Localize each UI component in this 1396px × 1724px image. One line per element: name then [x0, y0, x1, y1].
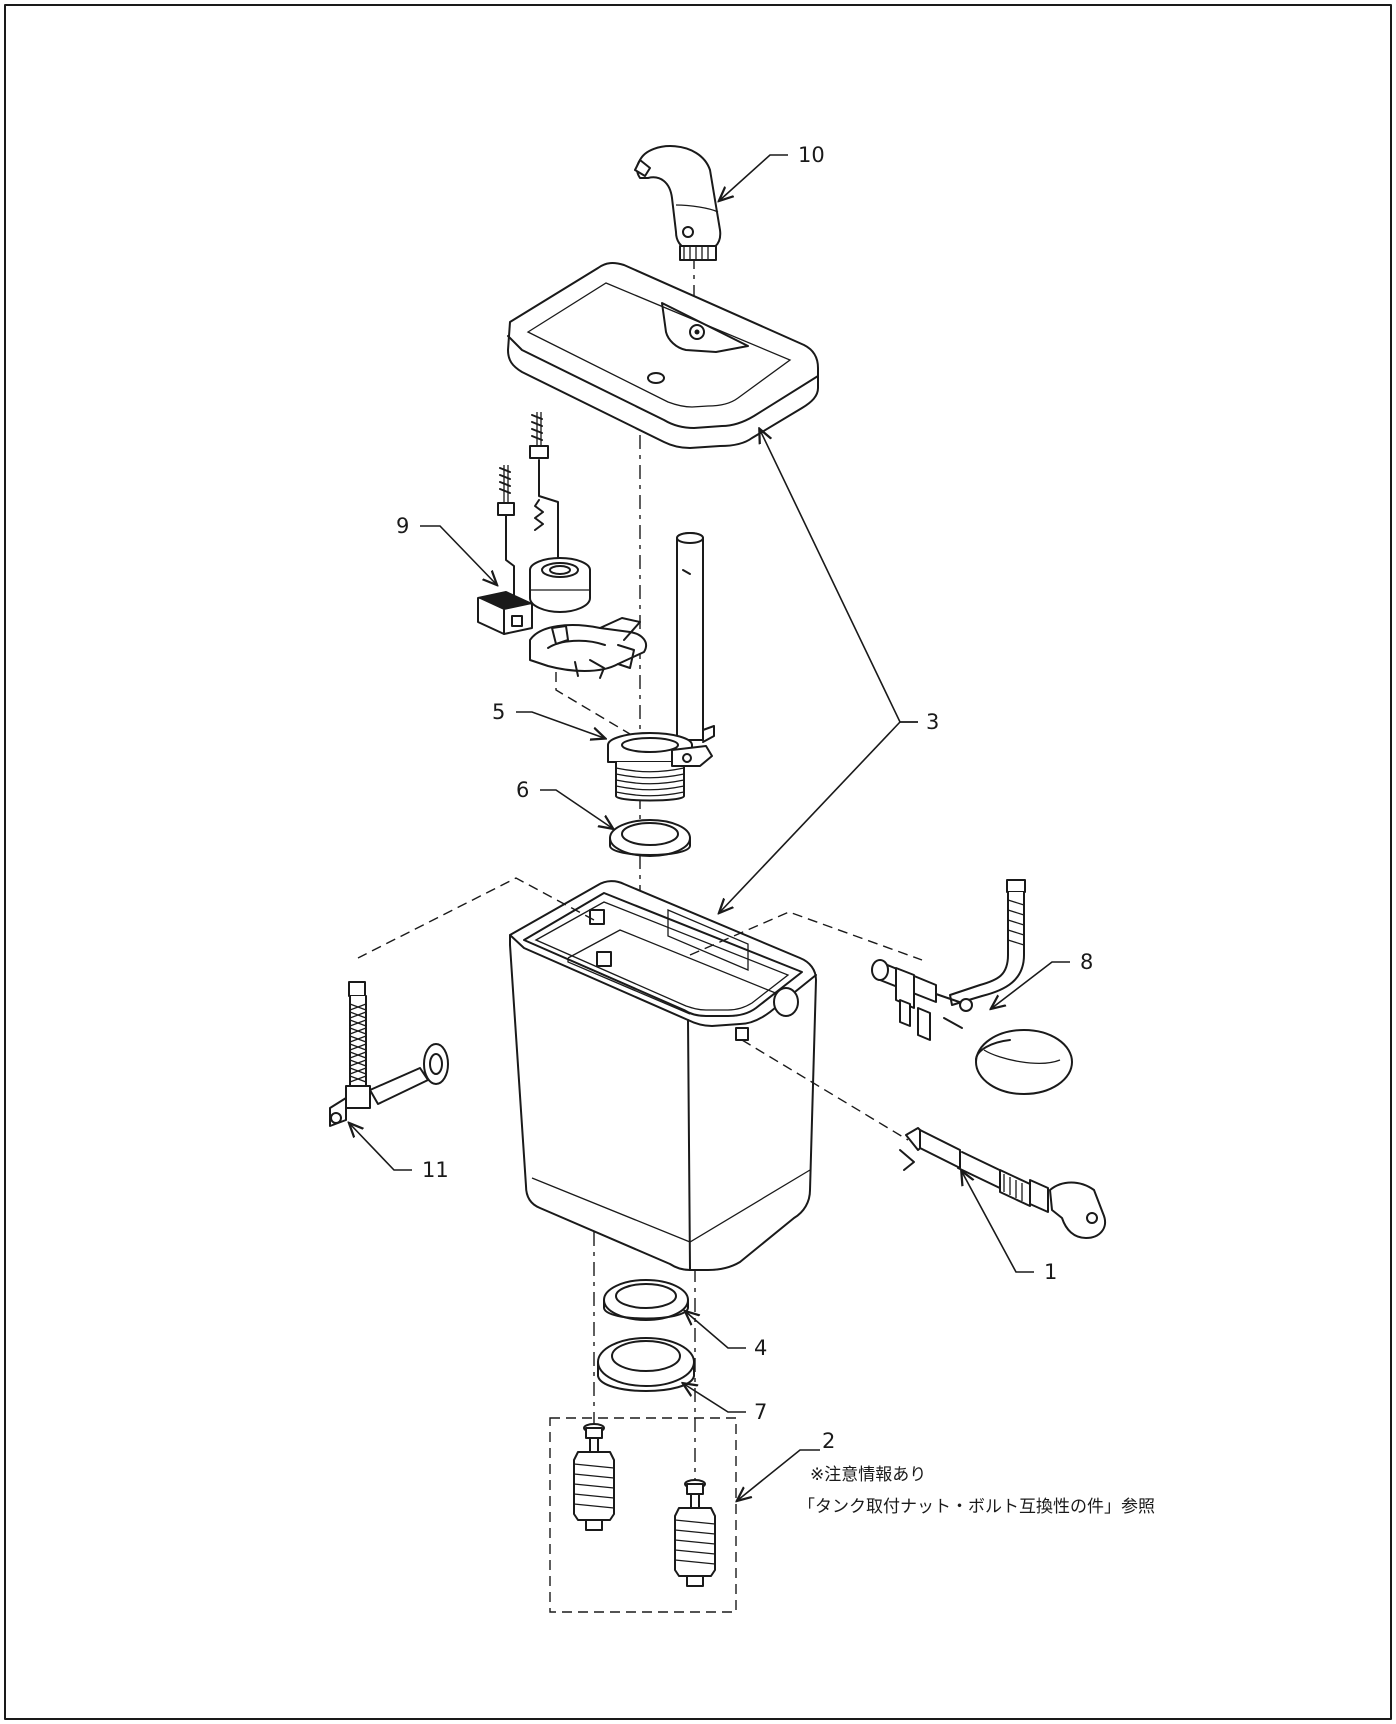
stop-valve: [329, 981, 449, 1127]
flush-mechanism: [477, 412, 648, 679]
leader-11: [350, 1124, 412, 1171]
overflow-pipe: [676, 532, 715, 743]
leader-5: [516, 711, 604, 738]
drawing-frame: [4, 4, 1392, 1720]
reference-note: 「タンク取付ナット・ボルト互換性の件」参照: [798, 1497, 1155, 1517]
tank-bolt-right: [674, 1479, 716, 1587]
mechanism-connector-dashed: [555, 672, 641, 741]
fill-valve: [871, 879, 1073, 1095]
valve-gasket: [609, 819, 691, 857]
leader-4: [686, 1312, 746, 1349]
leader-6: [540, 789, 612, 828]
callout-3: 3: [926, 710, 939, 734]
callout-2: 2: [822, 1429, 835, 1453]
callout-11: 11: [422, 1158, 449, 1182]
tank-body: [509, 880, 817, 1271]
leader-3-lid: [760, 430, 918, 723]
leader-7: [684, 1384, 746, 1413]
callout-10: 10: [798, 143, 825, 167]
faucet-spout: [634, 145, 722, 261]
leader-8: [992, 961, 1070, 1008]
leader-9: [420, 525, 496, 584]
top-right-dashed-connector: [689, 911, 923, 961]
leader-10: [720, 154, 788, 200]
flush-lever: [899, 1127, 1106, 1239]
callout-1: 1: [1044, 1260, 1057, 1284]
seal-ring: [597, 1337, 695, 1392]
callout-4: 4: [754, 1336, 767, 1360]
tank-bolt-left: [573, 1423, 615, 1531]
callout-9: 9: [396, 514, 409, 538]
leader-1: [962, 1172, 1034, 1273]
callout-8: 8: [1080, 950, 1093, 974]
callout-5: 5: [492, 700, 505, 724]
left-dashed-connector: [357, 877, 595, 959]
tank-lid-basin: [507, 262, 819, 449]
flush-valve: [607, 732, 713, 802]
callout-7: 7: [754, 1400, 767, 1424]
leader-3-tank: [720, 721, 901, 912]
bolt-kit-box: [549, 1417, 737, 1613]
tank-gasket: [603, 1279, 689, 1321]
right-dashed-connector: [741, 1039, 909, 1141]
leader-2: [738, 1449, 820, 1500]
caution-note: ※注意情報あり: [810, 1465, 926, 1485]
callout-6: 6: [516, 778, 529, 802]
